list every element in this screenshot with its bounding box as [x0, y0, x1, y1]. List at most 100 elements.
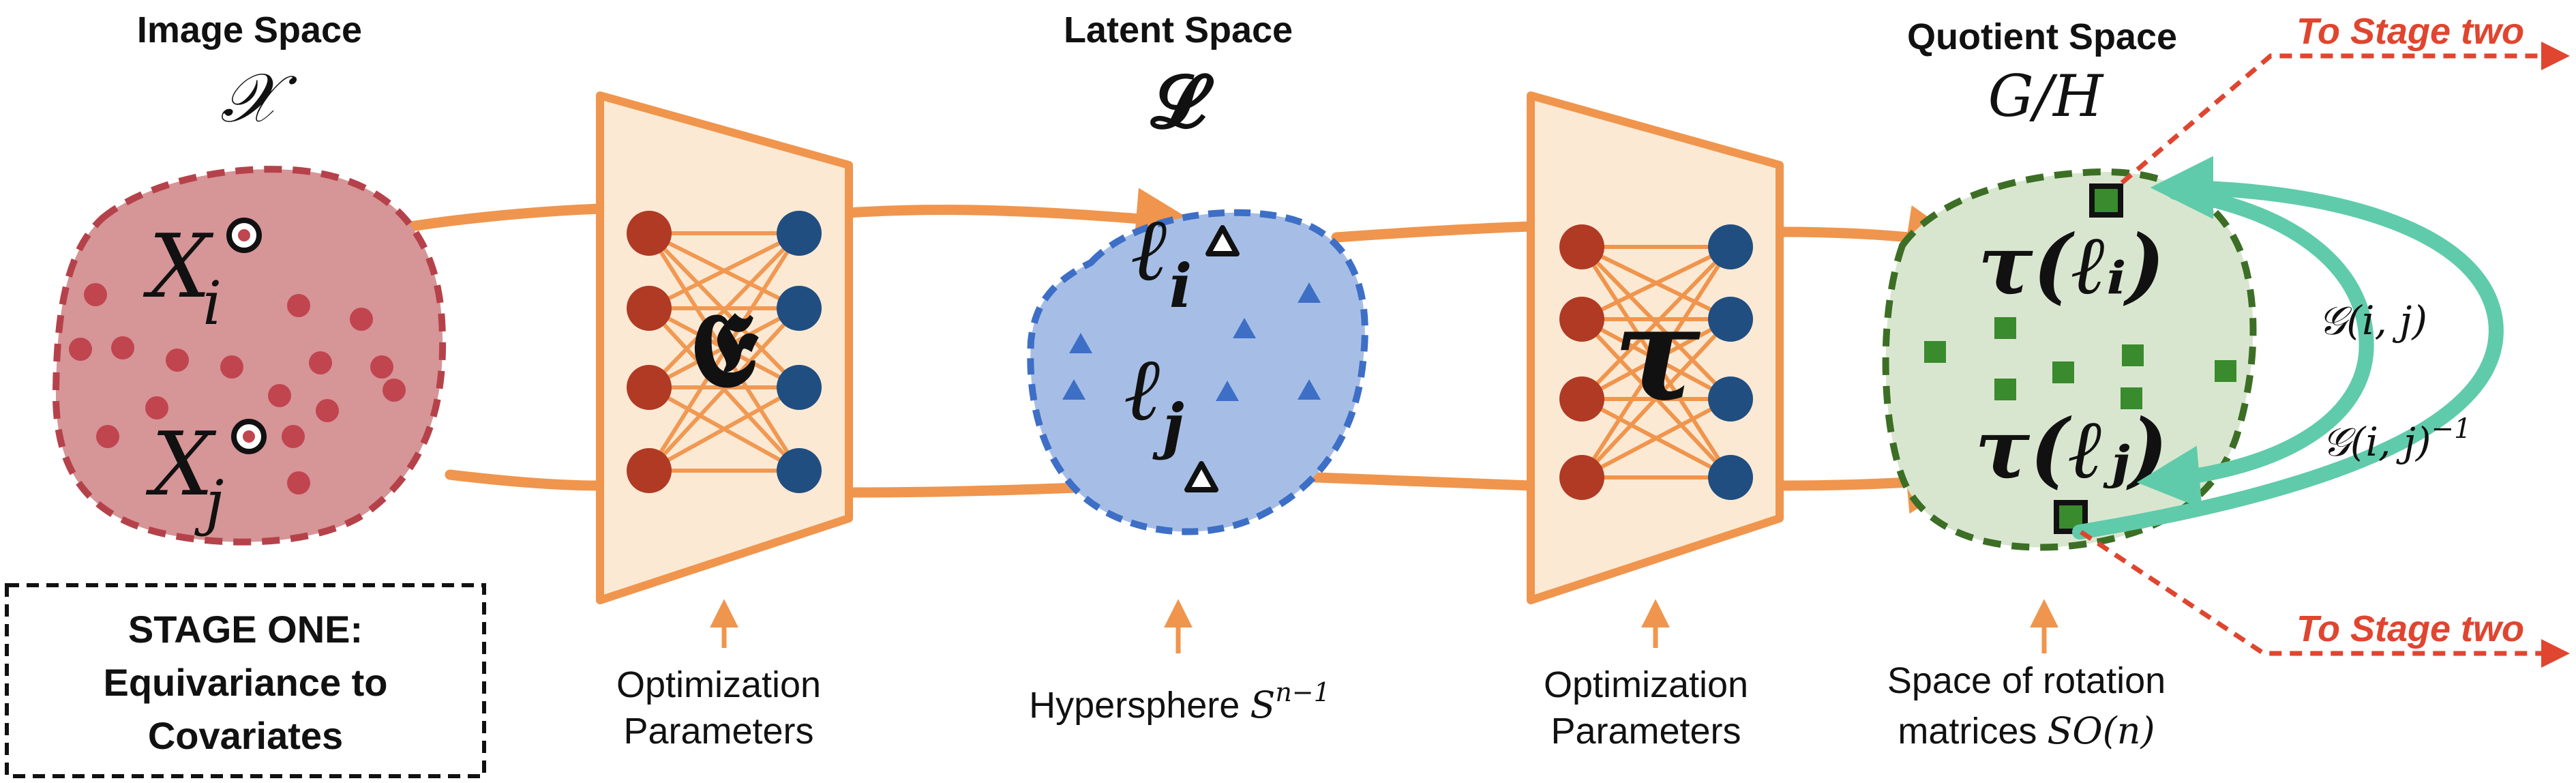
stage-two-link-bottom — [2080, 530, 2570, 668]
quotient-space: Quotient Space G/H τ(ℓᵢ) τ(ℓⱼ) Space of … — [1882, 16, 2257, 752]
latent-sample-triangles — [1062, 282, 1321, 401]
image-space-symbol: 𝒳 — [220, 58, 297, 138]
flow-latent-to-tau-top — [1331, 221, 1536, 243]
net-edge — [1580, 245, 1733, 401]
sample-triangle — [1298, 379, 1321, 400]
quotient-space-symbol: G/H — [1988, 63, 2104, 130]
net-edge — [647, 232, 801, 472]
tau-symbol: τ — [1613, 278, 1701, 430]
tau-input-nodes — [1559, 224, 1604, 500]
sample-dot — [287, 294, 310, 317]
group-action — [2072, 156, 2504, 540]
net-node — [627, 448, 672, 493]
net-node — [1708, 224, 1753, 269]
group-action-forward-label: 𝒢(i, j) — [2318, 297, 2427, 344]
sample-triangle — [1216, 381, 1239, 401]
encoder-output-nodes — [777, 211, 822, 493]
net-node — [777, 365, 822, 410]
stage-one-line-3: Covariates — [148, 714, 343, 757]
stage-two-label-bottom: To Stage two — [2296, 608, 2524, 649]
rotation-caption-2: matrices SO(n) — [1898, 709, 2155, 752]
tau-caption-1: Optimization — [1544, 664, 1748, 705]
marker-l-i — [1205, 225, 1240, 256]
net-edge — [647, 306, 801, 473]
sample-dot — [309, 351, 332, 374]
sample-dot — [111, 336, 134, 359]
latent-space-symbol: 𝓛 — [1150, 59, 1214, 145]
net-node — [777, 286, 822, 331]
tau-connections — [1580, 245, 1733, 479]
rotation-caption-1: Space of rotation — [1887, 660, 2166, 701]
image-sample-dots — [69, 283, 406, 494]
point-l-i: ℓi — [1132, 198, 1192, 321]
net-edge — [1581, 397, 1732, 479]
encoder-connections — [647, 231, 801, 473]
sample-square — [2215, 360, 2236, 382]
flow-image-to-encoder-bottom — [445, 469, 605, 491]
net-edge — [647, 231, 801, 389]
stage-one-line-2: Equivariance to — [103, 661, 387, 704]
sample-triangle — [1062, 379, 1085, 400]
net-node — [1708, 455, 1753, 500]
sample-triangle — [1298, 282, 1321, 303]
net-edge — [1580, 317, 1733, 479]
encoder-caption-2: Parameters — [623, 711, 813, 752]
image-space-title: Image Space — [137, 10, 362, 50]
sample-dot — [350, 308, 373, 331]
sample-dot — [69, 338, 92, 361]
inverse-action-arrow — [2136, 185, 2374, 509]
point-tau-i: τ(ℓᵢ) — [1978, 217, 2165, 313]
encoder-network: 𝕰 Optimization Parameters — [596, 91, 853, 752]
sample-dot — [316, 399, 339, 422]
net-node — [627, 211, 672, 256]
net-node — [1559, 455, 1604, 500]
sample-dot — [370, 355, 393, 379]
tau-output-nodes — [1708, 224, 1753, 500]
sample-dot — [166, 349, 189, 372]
tau-network: τ Optimization Parameters — [1527, 91, 1784, 752]
sample-dot — [84, 283, 107, 306]
net-node — [1559, 297, 1604, 342]
image-space-blob — [52, 166, 447, 546]
stage-one-line-1: STAGE ONE: — [128, 608, 363, 651]
sample-triangle — [1069, 333, 1092, 353]
stage-two-link-top — [2120, 42, 2570, 185]
sample-dot — [96, 425, 119, 448]
latent-space-title: Latent Space — [1064, 10, 1293, 50]
point-tau-j: τ(ℓⱼ) — [1975, 401, 2168, 497]
latent-space-blob — [1027, 209, 1368, 535]
net-node — [1559, 224, 1604, 269]
net-edge — [648, 306, 800, 389]
to-stage-two — [2080, 42, 2570, 668]
sample-square — [2122, 344, 2144, 366]
encoder-caption-1: Optimization — [616, 664, 821, 705]
sample-square — [2121, 387, 2142, 409]
net-node — [1559, 376, 1604, 422]
marker-l-j — [1184, 461, 1218, 492]
flow-connectors — [342, 188, 1968, 516]
net-node — [627, 365, 672, 410]
sample-dot — [268, 384, 291, 407]
sample-square — [1994, 379, 2016, 400]
net-node — [627, 286, 672, 331]
encoder-symbol: 𝕰 — [690, 290, 759, 410]
stage-one-frame — [5, 583, 486, 778]
sample-square — [1924, 341, 1946, 363]
sample-dot — [282, 425, 305, 448]
sample-dot — [287, 471, 310, 494]
stage-one-box: STAGE ONE: Equivariance to Covariates — [5, 583, 486, 778]
sample-dot — [145, 396, 168, 419]
sample-dot — [383, 379, 406, 402]
forward-action-arrow — [2072, 156, 2504, 540]
marker-x-j-center — [243, 430, 255, 443]
latent-space: Latent Space 𝓛 ℓi ℓj Hypersphere Sn−1 — [1027, 10, 1368, 726]
net-node — [1708, 376, 1753, 422]
sample-square — [2052, 361, 2074, 383]
net-edge — [1580, 246, 1733, 479]
point-l-j: ℓj — [1125, 338, 1184, 461]
sample-dot — [220, 355, 243, 379]
marker-x-i-center — [238, 229, 250, 241]
hypersphere-label: Hypersphere Sn−1 — [1029, 677, 1330, 726]
image-space: Image Space 𝒳 Xi Xj — [52, 10, 447, 546]
